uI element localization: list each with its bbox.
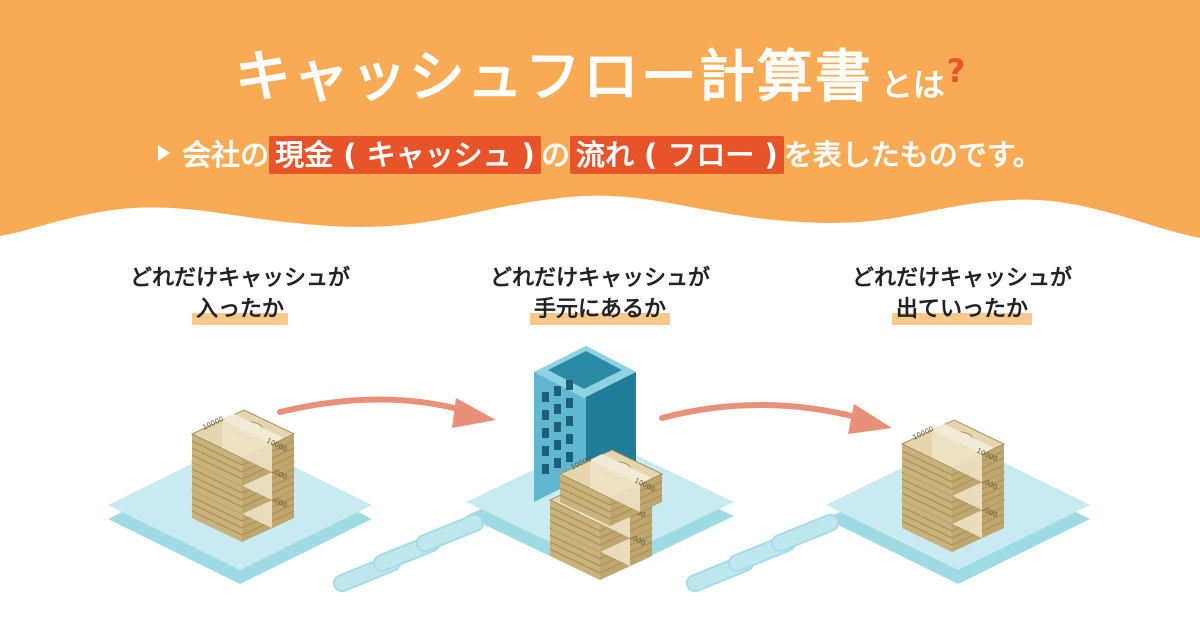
arrow-on-hand-to-outflow-icon [659,402,892,434]
title-main: キャッシュフロー計算書 [234,45,873,110]
caption-outflow-line1: どれだけキャッシュが [851,266,1072,291]
subtitle-part-2: の [540,138,570,172]
highlight-flow: 流れ ( フロー ) [569,136,784,174]
path-blocks-left [332,513,485,593]
title-suffix: とは [880,66,945,104]
cash-stack-outflow-icon [901,419,1005,553]
caption-inflow-line1: どれだけキャッシュが [129,266,350,291]
caption-on-hand: どれだけキャッシュが 手元にあるか [420,263,780,325]
caption-on-hand-line1: どれだけキャッシュが [489,266,710,291]
subtitle-part-3: を表したものです。 [783,138,1042,172]
page-title: キャッシュフロー計算書とは? [0,32,1200,113]
path-blocks-right [685,513,840,593]
header-background [0,0,1200,238]
subtitle: 会社の現金 ( キャッシュ )の流れ ( フロー )を表したものです。 [0,132,1200,174]
cash-stack-inflow-icon [191,409,295,543]
highlight-cash: 現金 ( キャッシュ ) [269,136,541,174]
subtitle-part-1: 会社の [182,138,270,172]
arrow-inflow-to-on-hand-icon [277,396,496,428]
caption-inflow: どれだけキャッシュが 入ったか [60,263,420,325]
caption-outflow-line2: 出ていったか [891,295,1032,325]
caption-outflow: どれだけキャッシュが 出ていったか [782,263,1142,325]
question-mark: ? [946,52,966,90]
triangle-bullet-icon [158,145,171,161]
caption-on-hand-line2: 手元にあるか [529,295,670,325]
caption-inflow-line2: 入ったか [191,295,288,325]
